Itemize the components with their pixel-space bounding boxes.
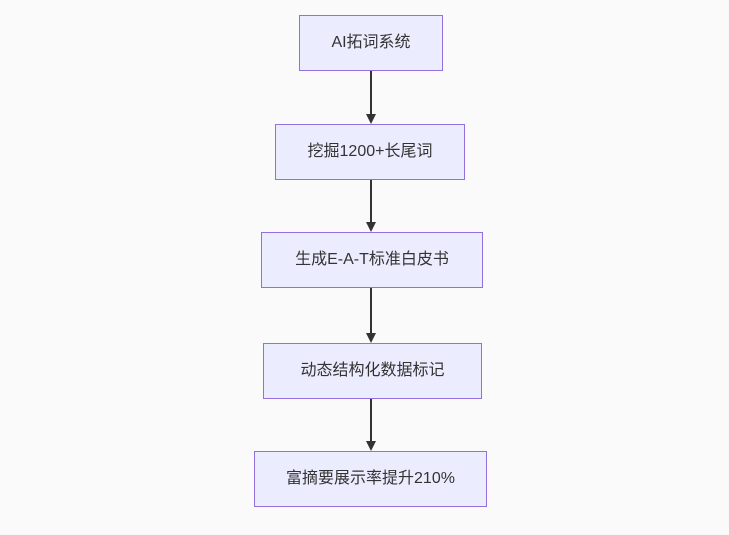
arrow-head-icon: [366, 114, 376, 124]
flow-node-rich-snippet-result: 富摘要展示率提升210%: [254, 451, 487, 507]
flow-node-label: 富摘要展示率提升210%: [286, 470, 455, 487]
arrow-line: [370, 399, 372, 442]
flow-node-label: 生成E-A-T标准白皮书: [295, 251, 449, 268]
flow-node-label: 挖掘1200+长尾词: [307, 143, 433, 160]
flow-node-ai-keyword-system: AI拓词系统: [299, 15, 443, 71]
flow-node-structured-data-markup: 动态结构化数据标记: [263, 343, 482, 399]
arrow-line: [370, 180, 372, 223]
arrow-line: [370, 288, 372, 334]
flow-node-eat-whitepaper: 生成E-A-T标准白皮书: [261, 232, 483, 288]
flow-node-label: 动态结构化数据标记: [300, 362, 445, 379]
flow-node-label: AI拓词系统: [331, 34, 411, 51]
arrow-line: [370, 71, 372, 115]
arrow-head-icon: [366, 441, 376, 451]
flow-node-longtail-mining: 挖掘1200+长尾词: [275, 124, 465, 180]
arrow-head-icon: [366, 222, 376, 232]
arrow-head-icon: [366, 333, 376, 343]
